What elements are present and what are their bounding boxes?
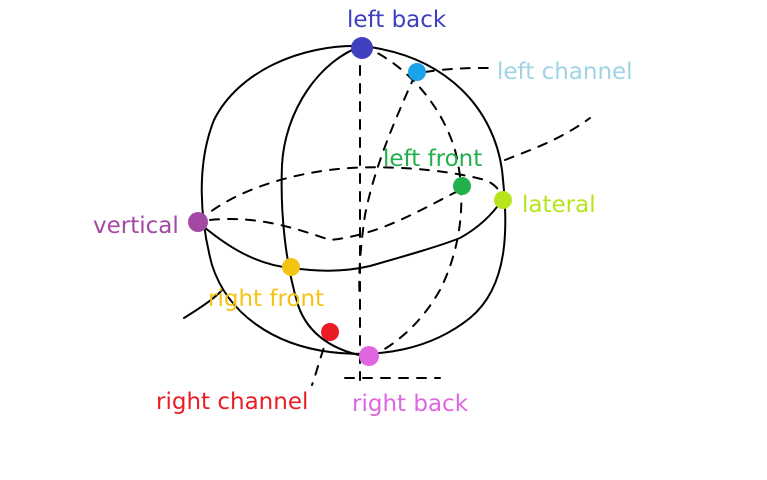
left-channel-dot [408,63,426,81]
sphere-outline [200,44,507,355]
upper-right-ray [504,117,591,161]
back-equator [197,166,503,223]
right-front-label: right front [208,286,324,312]
axis-tail-left [183,289,223,319]
cross-diagonal [209,189,461,242]
right-channel-label: right channel [156,389,308,415]
front-equator [197,199,503,272]
inner-diagonal [358,74,416,301]
vertical-dot [188,212,208,232]
right-front-dot [282,258,300,276]
front-meridian [280,45,371,358]
left-channel-label: left channel [497,59,633,85]
right-back-label: right back [352,391,469,417]
right-channel-dot [321,323,339,341]
back-meridian [361,45,463,358]
left-front-label: left front [383,146,482,172]
left-channel-ray [424,67,496,73]
lateral-label: lateral [522,192,596,218]
lateral-dot [494,191,512,209]
left-front-dot [453,177,471,195]
vertical-label: vertical [93,213,179,239]
left-back-label: left back [347,7,447,33]
right-back-dot [359,346,379,366]
left-back-dot [351,37,373,59]
